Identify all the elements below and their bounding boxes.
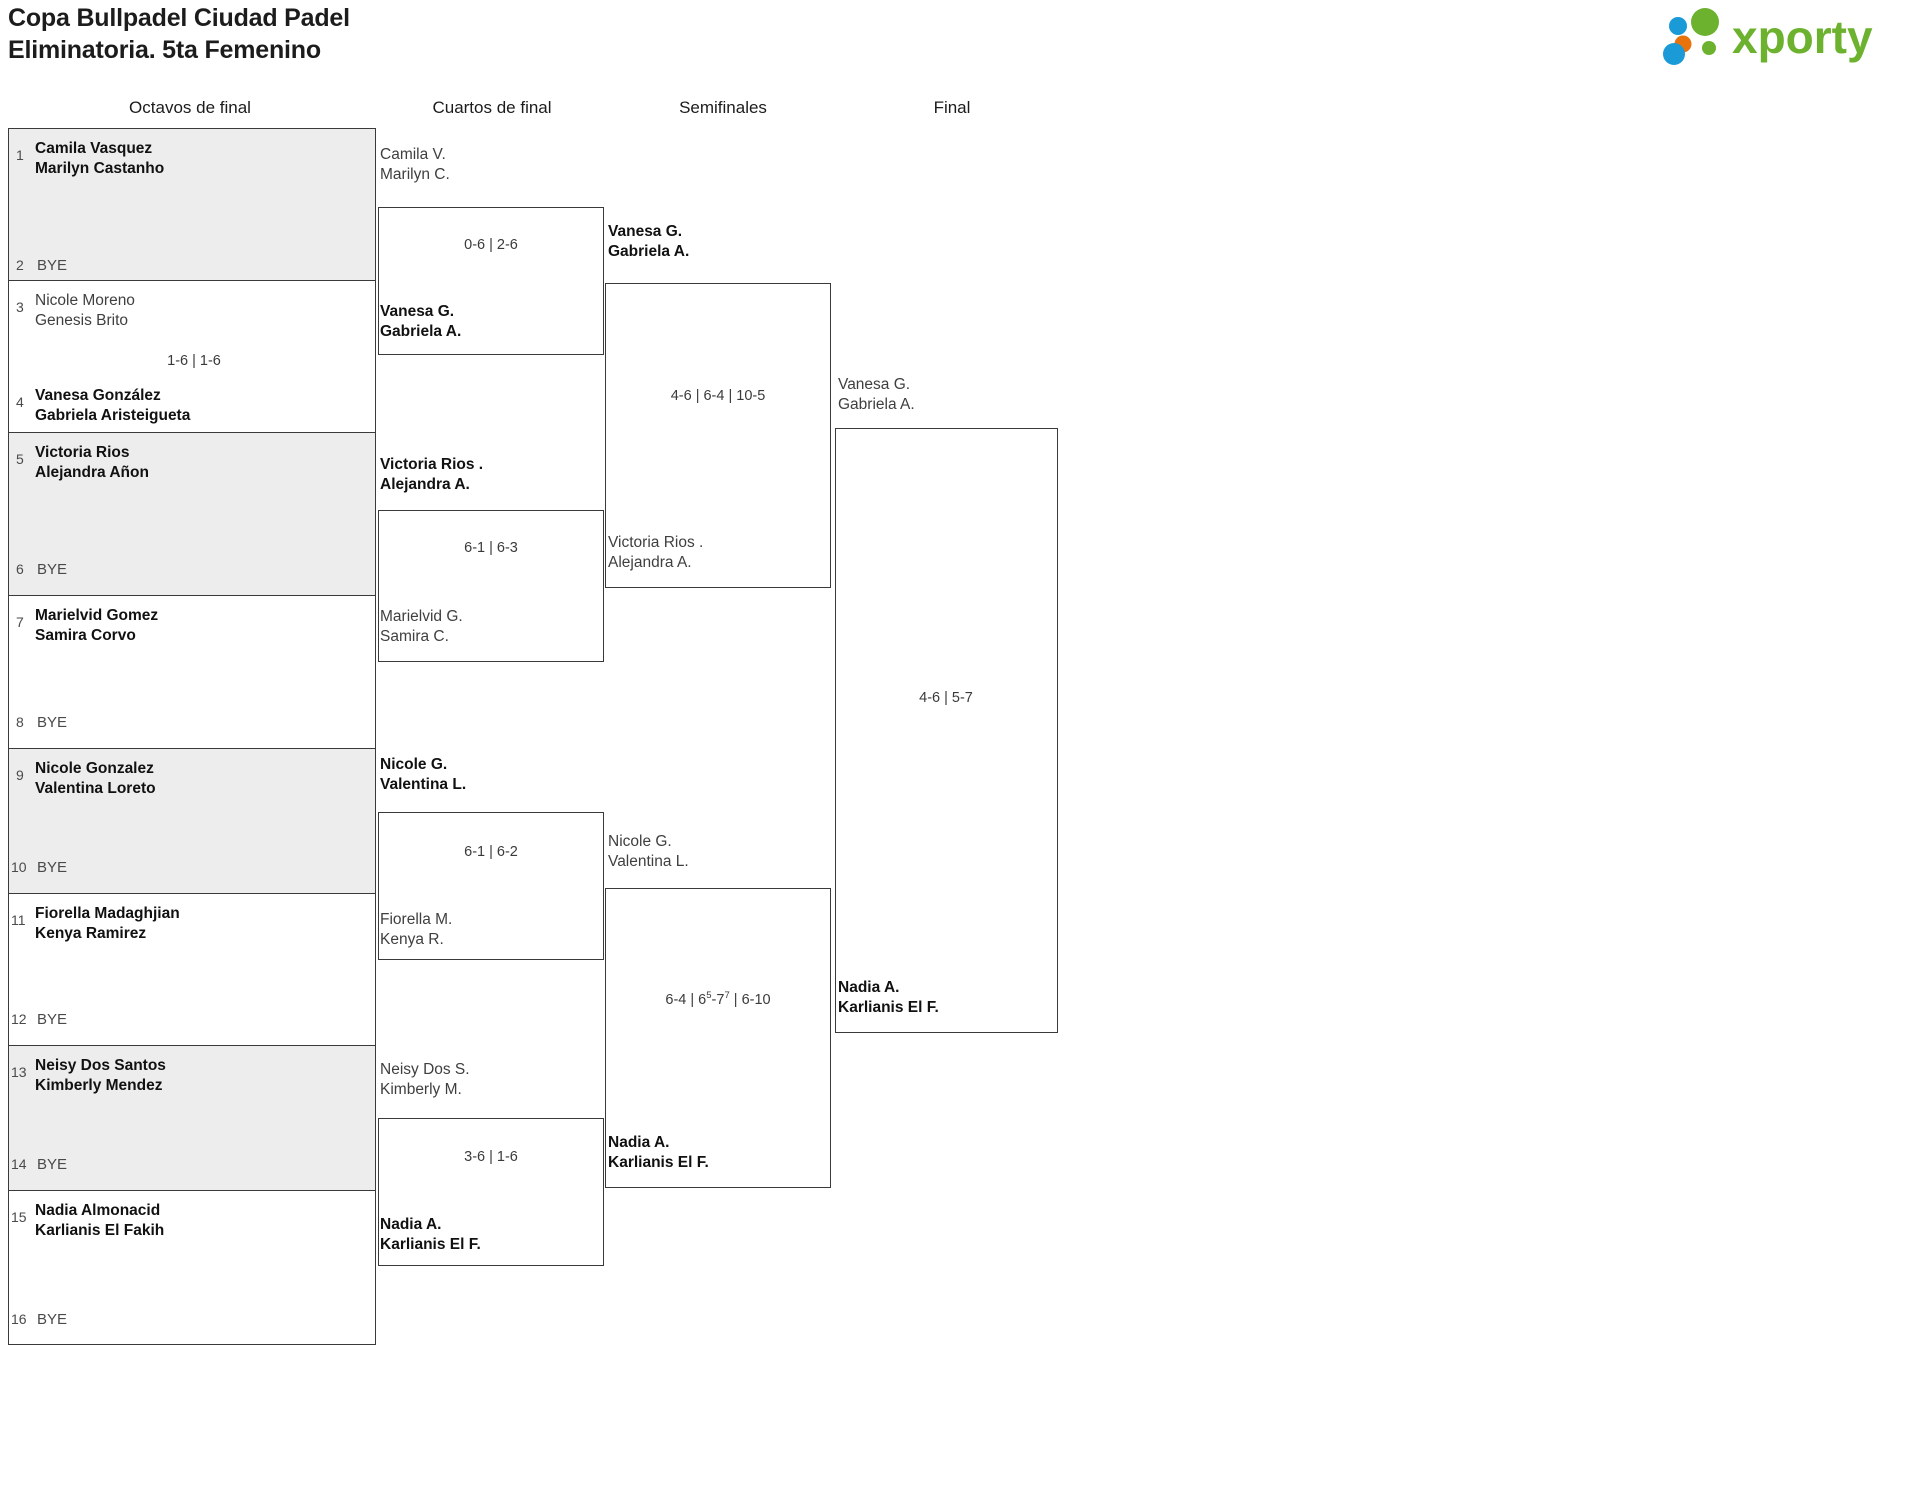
r1-match-6[interactable]: 11 Fiorella Madaghjian Kenya Ramirez 12 … (8, 893, 376, 1045)
seed-number: 10 (11, 859, 27, 875)
bye-label: BYE (37, 1011, 68, 1028)
r3-score-1: 4-6 | 6-4 | 10-5 (670, 388, 766, 404)
r2-slot-top: Victoria Rios . Alejandra A. (380, 456, 484, 493)
r3-score-2: 6-4 | 65-77 | 6-10 (665, 990, 771, 1008)
seed-number: 3 (16, 299, 24, 315)
xporty-logo: xporty (1648, 4, 1908, 66)
r2-score-1: 0-6 | 2-6 (464, 237, 518, 253)
r3-connector-1 (605, 283, 831, 588)
seed-number: 1 (16, 147, 24, 163)
r3-slot-top: Nicole G. Valentina L. (608, 833, 689, 870)
team-name: Fiorella Madaghjian Kenya Ramirez (35, 905, 180, 942)
round-heading-cuartos: Cuartos de final (432, 98, 552, 117)
r3-connector-2 (605, 888, 831, 1188)
team-name: Nicole Gonzalez Valentina Loreto (35, 760, 156, 797)
score-text: 6-4 | 65-77 | 6-10 (665, 990, 771, 1008)
page-title: Copa Bullpadel Ciudad Padel Eliminatoria… (8, 4, 350, 64)
team-name: Marielvid Gomez Samira Corvo (35, 607, 159, 644)
seed-number: 8 (16, 714, 24, 730)
match-score: 1-6 | 1-6 (167, 353, 221, 369)
r2-score-4: 3-6 | 1-6 (464, 1149, 518, 1165)
bye-label: BYE (37, 714, 68, 731)
team-name: Neisy Dos Santos Kimberly Mendez (35, 1057, 166, 1094)
r4-score: 4-6 | 5-7 (919, 690, 973, 706)
r2-slot-bottom: Vanesa G. Gabriela A. (380, 303, 462, 340)
r1-match-7[interactable]: 13 Neisy Dos Santos Kimberly Mendez 14 B… (8, 1045, 376, 1190)
r2-slot-top: Neisy Dos S. Kimberly M. (380, 1061, 470, 1098)
seed-number: 4 (16, 394, 24, 410)
round-heading-octavos: Octavos de final (129, 98, 251, 117)
r3-slot-bottom: Nadia A. Karlianis El F. (608, 1134, 709, 1171)
team-name: Victoria Rios Alejandra Añon (35, 444, 149, 481)
r2-slot-bottom: Fiorella M. Kenya R. (380, 911, 453, 948)
seed-number: 2 (16, 257, 24, 273)
bye-label: BYE (37, 1311, 68, 1328)
bye-label: BYE (37, 859, 68, 876)
r3-slot-bottom: Victoria Rios . Alejandra A. (608, 534, 704, 571)
r4-slot-top: Vanesa G. Gabriela A. (838, 376, 915, 413)
svg-text:xporty: xporty (1732, 11, 1873, 63)
r1-match-5[interactable]: 9 Nicole Gonzalez Valentina Loreto 10 BY… (8, 748, 376, 893)
r3-slot-top: Vanesa G. Gabriela A. (608, 223, 690, 260)
r1-match-4[interactable]: 7 Marielvid Gomez Samira Corvo 8 BYE (8, 595, 376, 748)
seed-number: 11 (11, 912, 26, 928)
r2-connector-2 (378, 510, 604, 662)
r2-score-3: 6-1 | 6-2 (464, 844, 518, 860)
r2-score-2: 6-1 | 6-3 (464, 540, 518, 556)
seed-number: 6 (16, 561, 24, 577)
r2-connector-1 (378, 207, 604, 355)
seed-number: 5 (16, 451, 24, 467)
r2-slot-bottom: Nadia A. Karlianis El F. (380, 1216, 481, 1253)
team-name: Camila Vasquez Marilyn Castanho (35, 140, 165, 177)
team-name: Nicole Moreno Genesis Brito (35, 292, 135, 329)
round-heading-semifinales: Semifinales (679, 98, 767, 117)
seed-number: 9 (16, 767, 24, 783)
seed-number: 16 (11, 1311, 27, 1327)
seed-number: 12 (11, 1011, 27, 1027)
r2-connector-3 (378, 812, 604, 960)
bye-label: BYE (37, 1156, 68, 1173)
round-heading-final: Final (933, 98, 971, 117)
bye-label: BYE (37, 257, 68, 274)
r4-connector (835, 428, 1058, 1033)
bye-label: BYE (37, 561, 68, 578)
team-name: Vanesa González Gabriela Aristeigueta (35, 387, 191, 424)
r2-slot-top: Camila V. Marilyn C. (380, 146, 450, 183)
r1-match-1[interactable]: 1 Camila Vasquez Marilyn Castanho 2 BYE (8, 128, 376, 280)
r2-slot-bottom: Marielvid G. Samira C. (380, 608, 463, 645)
seed-number: 13 (11, 1064, 27, 1080)
r1-match-8[interactable]: 15 Nadia Almonacid Karlianis El Fakih 16… (8, 1190, 376, 1345)
r1-match-2[interactable]: 3 Nicole Moreno Genesis Brito 1-6 | 1-6 … (8, 280, 376, 432)
r1-match-3[interactable]: 5 Victoria Rios Alejandra Añon 6 BYE (8, 432, 376, 595)
r4-slot-bottom: Nadia A. Karlianis El F. (838, 979, 939, 1016)
seed-number: 7 (16, 614, 24, 630)
seed-number: 15 (11, 1209, 27, 1225)
team-name: Nadia Almonacid Karlianis El Fakih (35, 1202, 165, 1239)
seed-number: 14 (11, 1156, 27, 1172)
r2-slot-top: Nicole G. Valentina L. (380, 756, 467, 793)
r2-connector-4 (378, 1118, 604, 1266)
